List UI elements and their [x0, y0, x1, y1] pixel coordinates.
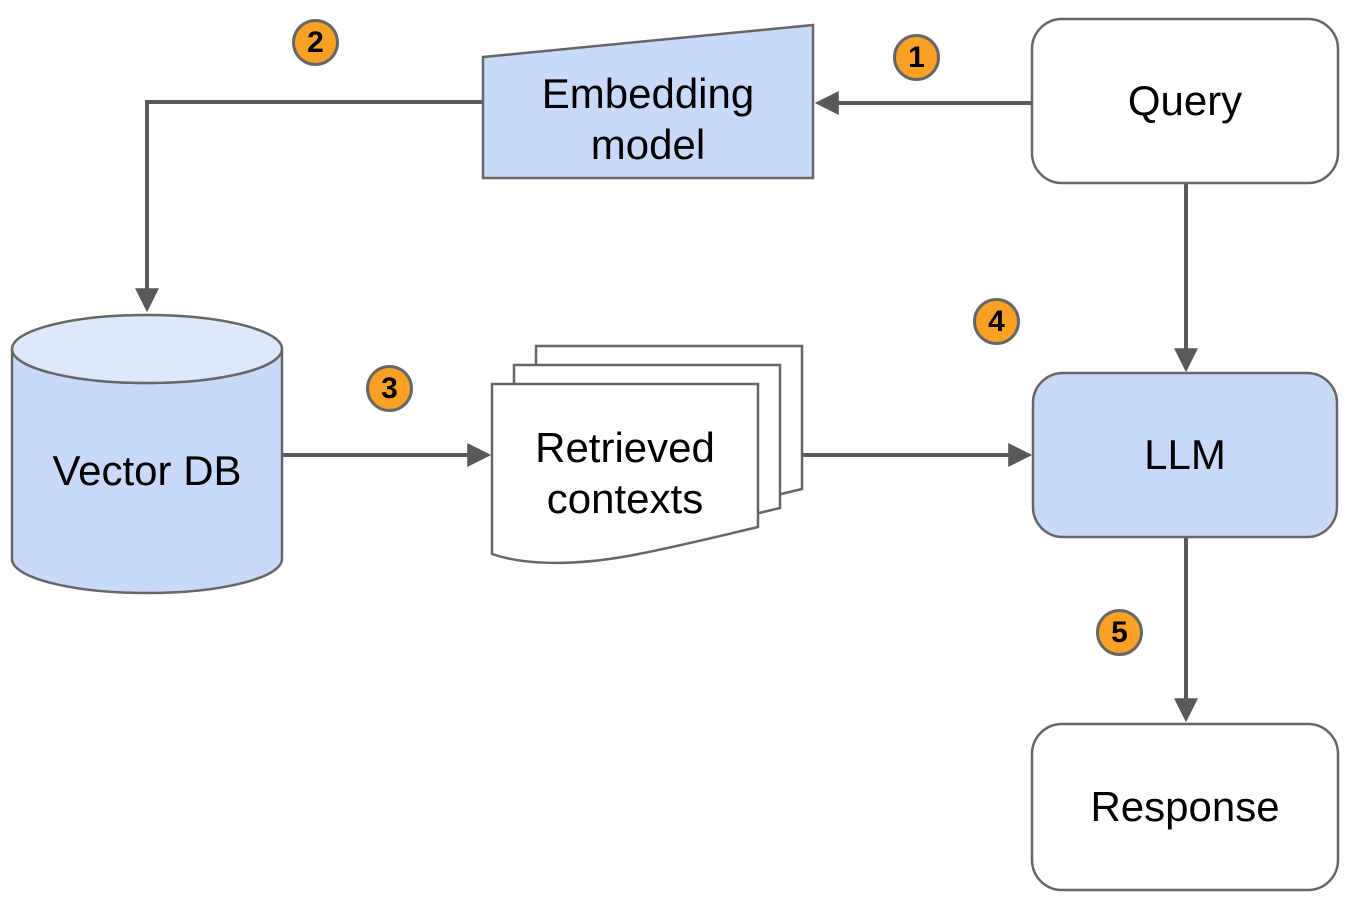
embedding-model-node-shape — [481, 23, 815, 180]
vector-db-cylinder-body — [10, 348, 284, 595]
arrow-embedding-model-to-vector-db — [135, 100, 483, 313]
step-badge-1: 1 — [893, 34, 940, 81]
query-node-shape — [1030, 17, 1340, 185]
vector-db-node-shape — [10, 313, 284, 595]
step-badge-5: 5 — [1096, 609, 1143, 656]
response-node-shape — [1030, 722, 1340, 892]
document-sheet-front — [490, 382, 760, 565]
step-badge-2: 2 — [292, 19, 339, 66]
step-badge-3: 3 — [366, 365, 413, 412]
llm-node-shape — [1031, 371, 1339, 539]
step-badge-4: 4 — [973, 298, 1020, 345]
vector-db-cylinder-top — [10, 313, 284, 385]
retrieved-contexts-node-shape — [490, 344, 804, 565]
